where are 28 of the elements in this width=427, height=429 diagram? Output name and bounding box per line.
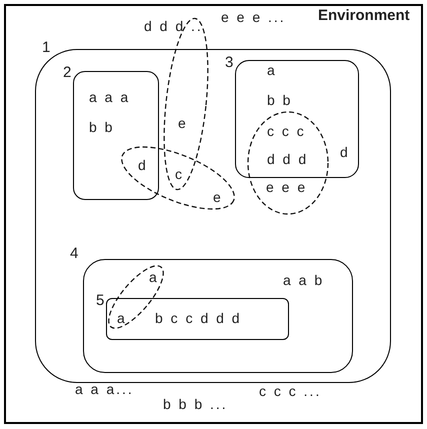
element-letters: b c c d d d xyxy=(155,311,242,325)
element-letters: a xyxy=(149,270,159,284)
element-letters: d xyxy=(138,158,148,172)
element-letters: a a a... xyxy=(75,382,134,396)
box-number: 2 xyxy=(63,65,72,80)
element-letters: e e e ... xyxy=(221,10,286,24)
element-letters: e xyxy=(213,190,223,204)
element-letters: e xyxy=(178,116,188,130)
element-letters: b b xyxy=(267,93,292,107)
element-letters: a xyxy=(267,63,277,77)
element-letters: a xyxy=(117,311,127,325)
element-letters: d d d .. xyxy=(144,19,203,33)
element-letters: e e e xyxy=(266,180,308,194)
element-letters: b b b ... xyxy=(163,397,228,411)
box-number: 1 xyxy=(42,40,50,55)
environment-frame xyxy=(4,4,423,424)
box-number: 4 xyxy=(70,246,78,261)
element-letters: c c c ... xyxy=(259,384,322,398)
box-number: 5 xyxy=(96,293,104,308)
box-number: 3 xyxy=(225,55,234,70)
element-letters: a a b xyxy=(283,273,324,287)
element-letters: c c c xyxy=(267,124,306,138)
element-letters: d d d xyxy=(267,152,308,166)
frame-title: Environment xyxy=(318,8,410,23)
element-letters: b b xyxy=(89,120,114,134)
element-letters: c xyxy=(175,167,184,181)
element-letters: a a a xyxy=(89,90,130,104)
element-letters: d xyxy=(340,145,350,159)
